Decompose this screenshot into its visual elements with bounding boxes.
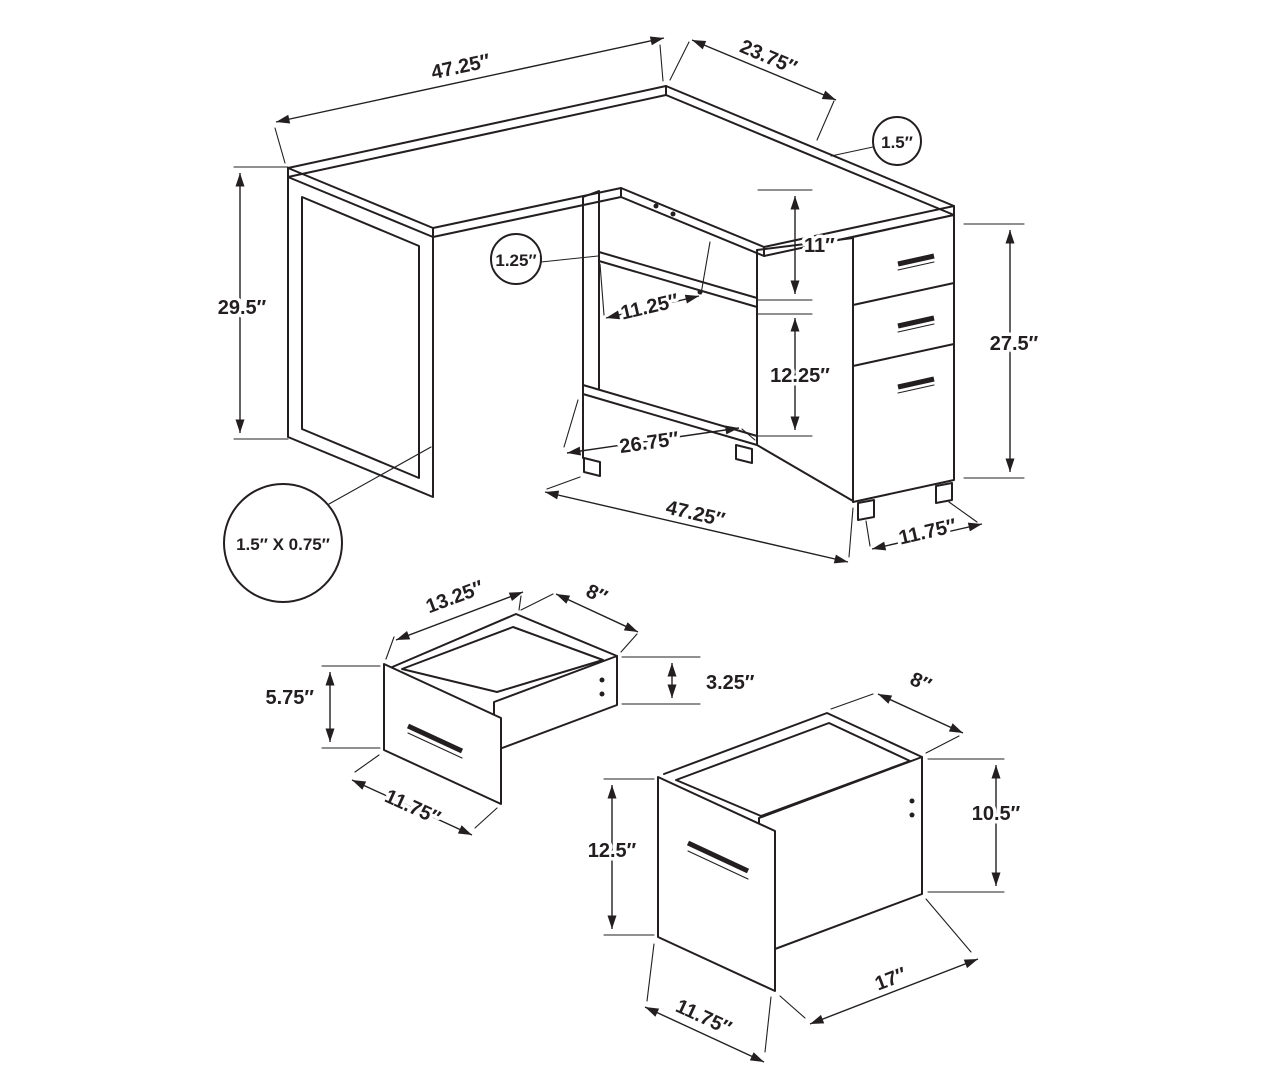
dim-small-drawer-front-width-label: 11.75″ <box>381 785 444 829</box>
drawer-handle <box>897 376 935 390</box>
callout-leg-profile-label: 1.5″ X 0.75″ <box>236 535 330 554</box>
drawer-handle <box>406 723 464 754</box>
small-drawer-front <box>383 663 502 805</box>
dim-shelf-depth-label: 11.25″ <box>619 290 681 325</box>
dim-large-drawer-width: 8″ <box>830 665 964 754</box>
drawer-handle <box>897 315 935 329</box>
cabinet-front <box>852 214 955 503</box>
shelf-foot <box>583 457 601 477</box>
dimensions: 47.25″ 23.75″ 1.5″ 29.5″ 1.25″ <box>214 32 1042 1063</box>
cabinet-foot <box>935 482 953 504</box>
dim-small-drawer-depth: 13.25″ <box>385 573 524 660</box>
dim-large-drawer-front-height: 12.5″ <box>584 778 655 936</box>
callout-top-thickness-label: 1.5″ <box>881 133 913 152</box>
dim-upper-opening-label: 11″ <box>804 235 835 257</box>
callout-shelf-thickness-label: 1.25″ <box>495 251 536 270</box>
dim-small-drawer-side-height-label: 3.25″ <box>706 672 755 694</box>
drawer-handle <box>686 840 750 874</box>
drawer-handle <box>897 253 935 267</box>
small-drawer-drawing <box>383 613 618 805</box>
callout-leg-profile: 1.5″ X 0.75″ <box>223 446 432 603</box>
dim-shelf-section-label: 26.75″ <box>618 428 681 458</box>
desk-leg-frame <box>287 176 434 498</box>
dim-desk-height-label: 29.5″ <box>218 297 267 319</box>
dim-upper-opening: 11″ <box>757 189 839 301</box>
dim-desk-width-label: 47.25″ <box>429 50 492 84</box>
dim-return-length: 47.25″ <box>544 476 854 564</box>
desk-top <box>287 85 955 248</box>
dim-lower-opening: 12.25″ <box>757 313 834 437</box>
dim-small-drawer-side-height: 3.25″ <box>621 656 758 705</box>
dim-large-drawer-width-label: 8″ <box>907 668 935 697</box>
dim-small-drawer-depth-label: 13.25″ <box>423 576 487 618</box>
dim-cabinet-height: 27.5″ <box>963 223 1042 479</box>
dim-small-drawer-width-label: 8″ <box>583 580 611 609</box>
upper-shelf <box>598 251 758 308</box>
dim-large-drawer-side-height-label: 10.5″ <box>972 803 1021 825</box>
callout-shelf-thickness: 1.25″ <box>490 233 599 285</box>
dim-small-drawer-front-height-label: 5.75″ <box>265 687 314 709</box>
dim-large-drawer-front-height-label: 12.5″ <box>588 840 637 862</box>
large-drawer-front <box>657 776 776 992</box>
dim-large-drawer-side-height: 10.5″ <box>927 758 1024 893</box>
dim-large-drawer-depth-label: 17″ <box>872 963 910 995</box>
desk-drawer-cabinet <box>756 214 955 521</box>
small-drawer-side <box>493 655 618 752</box>
dim-desk-height: 29.5″ <box>214 166 289 440</box>
dim-cabinet-width: 11.75″ <box>865 501 983 553</box>
dim-lower-opening-label: 12.25″ <box>770 365 830 387</box>
dim-desk-depth-label: 23.75″ <box>737 36 801 80</box>
callout-top-thickness: 1.5″ <box>830 116 922 166</box>
dim-small-drawer-front-height: 5.75″ <box>262 665 381 749</box>
dim-cabinet-width-label: 11.75″ <box>897 515 959 550</box>
cabinet-foot <box>857 499 875 521</box>
dim-large-drawer-front-width-label: 11.75″ <box>672 995 735 1040</box>
large-drawer-drawing <box>657 712 923 992</box>
dim-cabinet-height-label: 27.5″ <box>990 333 1039 355</box>
shelf-foot <box>735 444 753 464</box>
